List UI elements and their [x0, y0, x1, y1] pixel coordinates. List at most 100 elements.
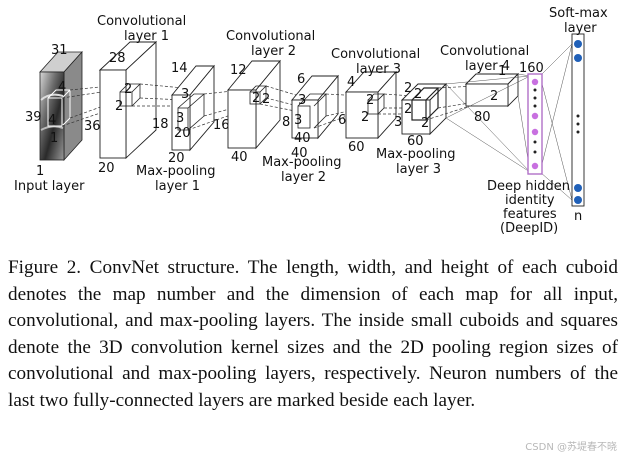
pool3-title-line2: layer 3: [396, 162, 441, 177]
pool1-kernel: [177, 107, 189, 131]
conv3-side-label: 3: [394, 115, 402, 130]
softmax-title-line1: Soft-max: [549, 6, 608, 21]
input-kernel-a-label: 4: [58, 80, 66, 95]
conv2-k2-label: 2: [262, 92, 270, 107]
input-layer-label: Input layer: [14, 179, 85, 194]
pool2-title-line2: layer 2: [281, 170, 326, 185]
conv-layer-4: 1 2 80 Convolutional layer 4: [440, 44, 529, 125]
pool1-k1-label: 3: [181, 87, 189, 102]
deepid-title-line4: (DeepID): [500, 221, 558, 236]
conv3-bottom-label: 60: [348, 140, 365, 155]
conv4-k1-label: 2: [490, 89, 498, 104]
conv4-front-face: [465, 83, 509, 107]
deepid-node: [533, 150, 537, 154]
conv4-top-label: 1: [498, 64, 506, 79]
pool1-bottom-label: 20: [168, 151, 185, 166]
deepid-node: [533, 96, 537, 100]
conv1-kernel: [119, 91, 133, 107]
watermark: CSDN @苏堤春不晓: [525, 442, 617, 453]
conv-layer-3: 4 2 2 3 60 Convolutional layer 3: [331, 47, 420, 155]
conv3-top-label: 4: [347, 75, 355, 90]
pool3-front-face: [401, 99, 431, 135]
deepid-node: [531, 128, 539, 136]
pool1-front-face: [171, 94, 191, 151]
deepid-node: [533, 88, 537, 92]
conv2-kernel: [249, 91, 261, 105]
conv4-title-line1: Convolutional: [440, 44, 529, 59]
deepid-node: [531, 162, 539, 170]
conv1-side-label: 18: [152, 117, 169, 132]
input-image: [39, 71, 65, 161]
softmax-node: [576, 114, 580, 118]
conv4-bottom-label: 80: [474, 110, 491, 125]
input-height-label: 39: [25, 110, 42, 125]
pool2-k2-label: 3: [294, 113, 302, 128]
deepid-box: [527, 73, 543, 175]
deepid-node: [533, 104, 537, 108]
conv3-kernel: [367, 99, 379, 115]
pool1-title-line1: Max-pooling: [136, 164, 215, 179]
conv2-front-face: [227, 89, 257, 149]
connector-conv2-pool2: [259, 85, 307, 113]
softmax-node: [574, 40, 582, 48]
pool-layer-1: 14 3 3 20 16 20 Max-pooling layer 1: [136, 61, 230, 194]
conv1-top-label: 28: [109, 51, 126, 66]
deepid-layer: 160 Deep hidden identity features (DeepI…: [487, 61, 570, 236]
pool2-k1-label: 3: [298, 93, 306, 108]
softmax-node: [574, 54, 582, 62]
conv1-bottom-label: 20: [98, 161, 115, 176]
conv3-title-line1: Convolutional: [331, 47, 420, 62]
input-index-label: 1: [36, 164, 44, 179]
conv2-bottom-label: 40: [231, 150, 248, 165]
conv2-title-line2: layer 2: [251, 44, 296, 59]
fc-connections: [445, 43, 573, 201]
deepid-node: [531, 112, 539, 120]
deepid-node: [531, 78, 539, 86]
pool3-k2-label: 2: [404, 102, 412, 117]
pool2-bottom-label: 40: [291, 146, 308, 161]
conv-layer-1: 28 2 2 18 20 Convolutional layer 1: [97, 14, 186, 176]
softmax-title-line2: layer: [564, 21, 597, 36]
conv2-k1-label: 2: [252, 91, 260, 106]
conv1-title-line1: Convolutional: [97, 14, 186, 29]
pool3-k3-label: 2: [421, 116, 429, 131]
pool3-side-label: 2: [414, 87, 422, 102]
conv1-kernel-a-label: 2: [124, 82, 132, 97]
conv-layer-2: 12 2 2 8 40 Convolutional layer 2: [226, 29, 315, 165]
deepid-count-label: 160: [519, 61, 544, 76]
pool2-kernel: [297, 105, 311, 129]
softmax-node: [574, 196, 582, 204]
softmax-node: [576, 130, 580, 134]
input-kernel-b-label: 4: [48, 113, 56, 128]
convnet-structure-diagram: 31 39 4 4 1 36 1 Input layer 28 2 2 18 2…: [14, 6, 608, 236]
pool1-k3-label: 20: [174, 126, 191, 141]
pool1-title-line2: layer 1: [155, 179, 200, 194]
softmax-box: [571, 33, 585, 207]
conv3-title-line2: layer 3: [356, 62, 401, 77]
softmax-count-label: n: [574, 209, 582, 224]
conv1-kernel-b-label: 2: [115, 99, 123, 114]
conv2-title-line1: Convolutional: [226, 29, 315, 44]
conv2-top-label: 12: [230, 63, 247, 78]
pool1-top-label: 14: [171, 61, 188, 76]
conv3-k1-label: 2: [366, 93, 374, 108]
conv2-side-label: 8: [282, 115, 290, 130]
pool2-top-label: 6: [297, 72, 305, 87]
pool1-k2-label: 3: [176, 111, 184, 126]
pool3-k1-label: 2: [404, 81, 412, 96]
pool-layer-2: 6 3 3 40 6 40 Max-pooling layer 2: [262, 72, 346, 185]
pool3-bottom-label: 60: [407, 134, 424, 149]
conv1-front-face: [99, 69, 127, 159]
pool3-title-line1: Max-pooling: [376, 147, 455, 162]
figure-caption: Figure 2. ConvNet structure. The length,…: [8, 257, 618, 411]
pool1-side-label: 16: [213, 118, 230, 133]
pool2-title-line1: Max-pooling: [262, 155, 341, 170]
input-side-label: 36: [84, 119, 101, 134]
softmax-layer: Soft-max layer n: [549, 6, 608, 224]
input-kernel-c-label: 1: [50, 131, 58, 146]
pool3-kernel: [411, 99, 427, 121]
input-layer: 31 39 4 4 1 36 1 Input layer: [14, 43, 101, 194]
deepid-node: [533, 140, 537, 144]
pool2-k3-label: 40: [294, 131, 311, 146]
conv1-title-line2: layer 1: [124, 29, 169, 44]
